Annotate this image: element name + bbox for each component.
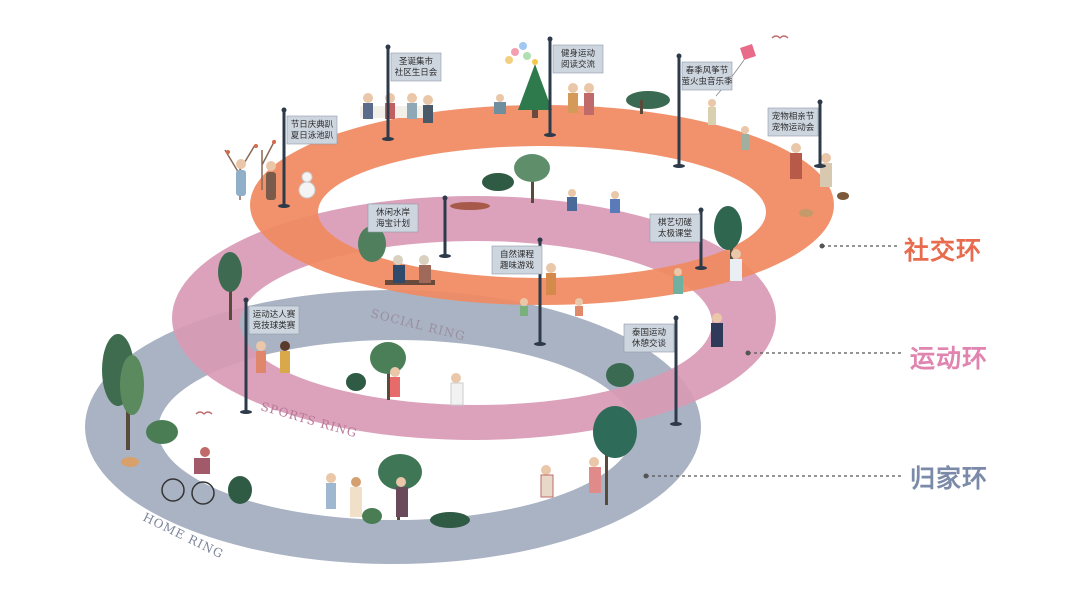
sign-pole	[819, 102, 822, 166]
sign-line-2: 萤火虫音乐季	[681, 76, 733, 87]
sign-pole-base	[670, 422, 682, 426]
bush-center-top	[482, 154, 550, 203]
sign-pole	[444, 198, 447, 256]
sign-pole-base	[278, 204, 290, 208]
sign-line-2: 宠物运动会	[772, 122, 815, 133]
sign-pole-base	[439, 254, 451, 258]
sign-line-1: 宠物相亲节	[772, 111, 815, 122]
sign-line-2: 休憩交谈	[632, 338, 667, 349]
home-leader-dot	[644, 474, 649, 479]
sign-pole-base	[240, 410, 252, 414]
sign-line-2: 海宝计划	[376, 218, 410, 229]
sign-line-2: 趣味游戏	[500, 260, 535, 271]
sign-line-1: 泰国运动	[632, 327, 667, 338]
sign-line-1: 运动达人赛	[253, 309, 296, 320]
sign-line-1: 春季风筝节	[686, 65, 729, 76]
sign-pole-cap	[674, 316, 679, 321]
sign-line-1: 棋艺切磋	[658, 217, 693, 228]
social-leader-dot	[820, 244, 825, 249]
sign-line-2: 竞技球类赛	[253, 320, 296, 331]
balloons	[505, 42, 531, 64]
sign-pole	[549, 39, 552, 135]
sign-pole-cap	[818, 100, 823, 105]
sign-pole-cap	[282, 108, 287, 113]
sign-pole-base	[544, 133, 556, 137]
legend-sports-ring: 运动环	[910, 339, 988, 375]
sign-pole-cap	[244, 298, 249, 303]
sign-pole	[283, 110, 286, 206]
sign-pole	[387, 47, 390, 139]
sign-pole-base	[534, 342, 546, 346]
sign-pole-cap	[699, 208, 704, 213]
sign-pole-base	[382, 137, 394, 141]
sign-pole-cap	[548, 37, 553, 42]
legend-social-ring: 社交环	[904, 231, 982, 267]
legend-home-ring: 归家环	[910, 459, 988, 495]
sign-line-1: 自然课程	[500, 249, 535, 260]
sign-pole-base	[695, 266, 707, 270]
christmas-tree	[518, 59, 552, 118]
sign-line-2: 夏日泳池趴	[291, 130, 334, 141]
sign-line-2: 太极课堂	[658, 228, 692, 239]
sports-leader-dot	[746, 351, 751, 356]
sign-line-1: 休闲水岸	[376, 207, 411, 218]
sign-pole	[675, 318, 678, 424]
sign-pole-cap	[677, 54, 682, 59]
sign-pole-base	[673, 164, 685, 168]
sign-pole-base	[814, 164, 826, 168]
sign-line-2: 社区生日会	[395, 67, 438, 78]
sign-line-1: 节日庆典趴	[291, 119, 334, 130]
sign-pole	[678, 56, 681, 166]
sign-pole-cap	[443, 196, 448, 201]
sign-pole-cap	[538, 238, 543, 243]
sign-pole-cap	[386, 45, 391, 50]
bush-sports-right	[606, 363, 634, 387]
sign-line-1: 健身运动	[561, 48, 596, 59]
sign-line-1: 圣诞集市	[399, 56, 434, 67]
sign-pole	[245, 300, 248, 412]
sign-line-2: 阅读交流	[561, 59, 596, 70]
